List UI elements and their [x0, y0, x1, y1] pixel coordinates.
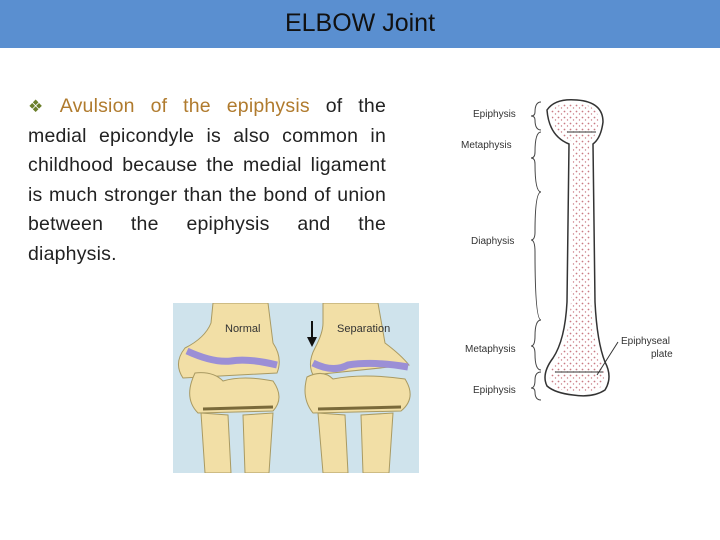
long-bone-diagram: Epiphysis Metaphysis Diaphysis Metaphysi…	[461, 98, 673, 401]
label-braces	[530, 101, 542, 401]
bullet-paragraph: ❖ Avulsion of the epiphysis of the medial…	[28, 92, 386, 269]
slide-title: ELBOW Joint	[284, 8, 436, 37]
label-epiphysis-bottom: Epiphysis	[473, 385, 516, 396]
elbow-illustration: Normal Separation	[173, 303, 419, 473]
label-metaphysis-bottom: Metaphysis	[465, 344, 516, 355]
bullet-highlight-text: Avulsion of the epiphysis	[59, 95, 310, 117]
bullet-body-text: of the medial epicondyle is also common …	[28, 95, 386, 265]
separation-elbow	[304, 303, 411, 473]
label-diaphysis: Diaphysis	[471, 236, 514, 247]
normal-elbow	[178, 303, 280, 473]
label-epiphyseal: Epiphyseal	[621, 336, 670, 347]
diamond-bullet-icon: ❖	[28, 97, 54, 116]
label-metaphysis-top: Metaphysis	[461, 140, 512, 151]
label-plate: plate	[651, 349, 673, 360]
epiphyseal-plate-pointer	[596, 341, 619, 376]
label-normal: Normal	[225, 323, 260, 335]
label-epiphysis-top: Epiphysis	[473, 109, 516, 120]
downward-arrow-icon	[307, 321, 317, 347]
bone-shape	[544, 98, 610, 397]
label-separation: Separation	[337, 323, 390, 335]
title-bar: ELBOW Joint	[0, 0, 720, 48]
